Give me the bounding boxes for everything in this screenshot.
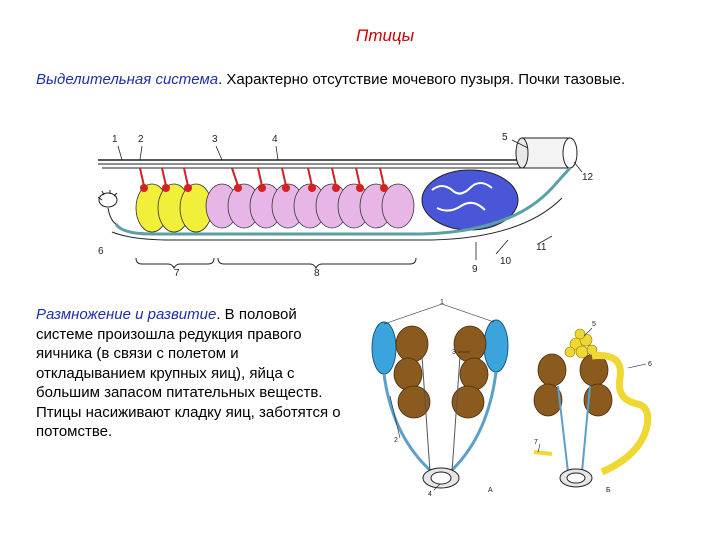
label-1: 1 xyxy=(112,134,118,145)
red-vessels xyxy=(139,167,388,192)
repro-label-3: 3 xyxy=(452,349,456,356)
slide-title: Птицы xyxy=(356,26,415,45)
label-6: 6 xyxy=(98,246,104,257)
label-11: 11 xyxy=(536,242,547,253)
label-9: 9 xyxy=(472,264,478,275)
excretory-diagram: 1 2 3 4 5 6 7 8 9 10 11 12 xyxy=(97,132,594,279)
figure-male xyxy=(371,319,509,489)
reproduction-paragraph: Размножение и развитие. В половой систем… xyxy=(36,305,348,442)
yellow-kidney-lobes xyxy=(135,183,213,233)
cylinder-organ xyxy=(515,137,578,169)
repro-label-4: 4 xyxy=(428,491,432,498)
label-4: 4 xyxy=(272,134,278,145)
funnel-organ xyxy=(97,190,118,225)
excretory-term: Выделительная система xyxy=(36,71,219,88)
label-10: 10 xyxy=(500,256,512,267)
figure-a-label: А xyxy=(488,487,493,494)
excretory-text: . Характерно отсутствие мочевого пузыря.… xyxy=(218,71,626,88)
figure-female xyxy=(533,328,652,488)
repro-label-2: 2 xyxy=(394,437,398,444)
reproduction-text: . В половой системе произошла редукция п… xyxy=(36,306,341,440)
label-2: 2 xyxy=(138,134,144,145)
ureter-duct xyxy=(114,166,572,236)
label-7: 7 xyxy=(174,268,180,279)
label-12: 12 xyxy=(582,172,594,183)
label-8: 8 xyxy=(314,268,320,279)
reproduction-term: Размножение и развитие xyxy=(36,306,217,323)
repro-label-1: 1 xyxy=(440,299,444,306)
label-5: 5 xyxy=(502,132,508,143)
reproductive-diagram: 1 2 3 4 5 6 7 А Б xyxy=(371,299,652,498)
repro-label-7: 7 xyxy=(534,439,538,446)
ovary-cluster xyxy=(564,328,598,359)
oviduct xyxy=(591,351,652,476)
excretory-paragraph: Выделительная система. Характерно отсутс… xyxy=(36,70,696,89)
right-testis xyxy=(483,319,509,373)
figure-b-label: Б xyxy=(606,487,611,494)
left-testis xyxy=(371,321,397,375)
pink-kidney-lobes xyxy=(205,183,415,229)
repro-label-6: 6 xyxy=(648,361,652,368)
repro-label-5: 5 xyxy=(592,321,596,328)
label-3: 3 xyxy=(212,134,218,145)
